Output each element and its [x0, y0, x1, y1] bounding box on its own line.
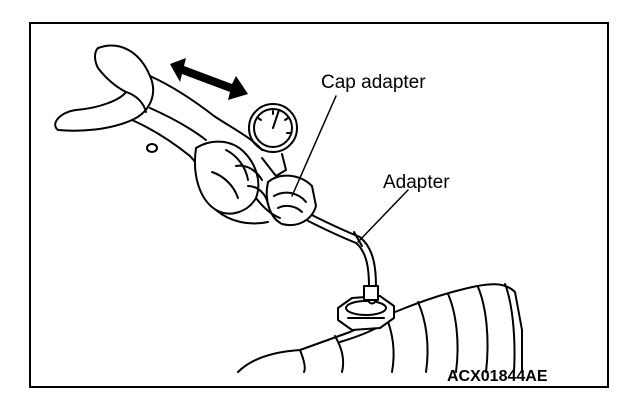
- push-pull-arrow-icon: [170, 58, 248, 100]
- hands: [54, 44, 281, 225]
- pressure-gauge-icon: [248, 103, 298, 177]
- cap-adapter-leader: [291, 95, 337, 197]
- adapter-label: Adapter: [383, 172, 450, 193]
- adapter-hose: [305, 213, 379, 305]
- cap-adapter: [265, 174, 317, 226]
- radiator-cap: [337, 295, 395, 331]
- figure-code: ACX01844AE: [447, 368, 548, 385]
- cap-adapter-label: Cap adapter: [321, 72, 426, 93]
- adapter-leader: [357, 189, 409, 243]
